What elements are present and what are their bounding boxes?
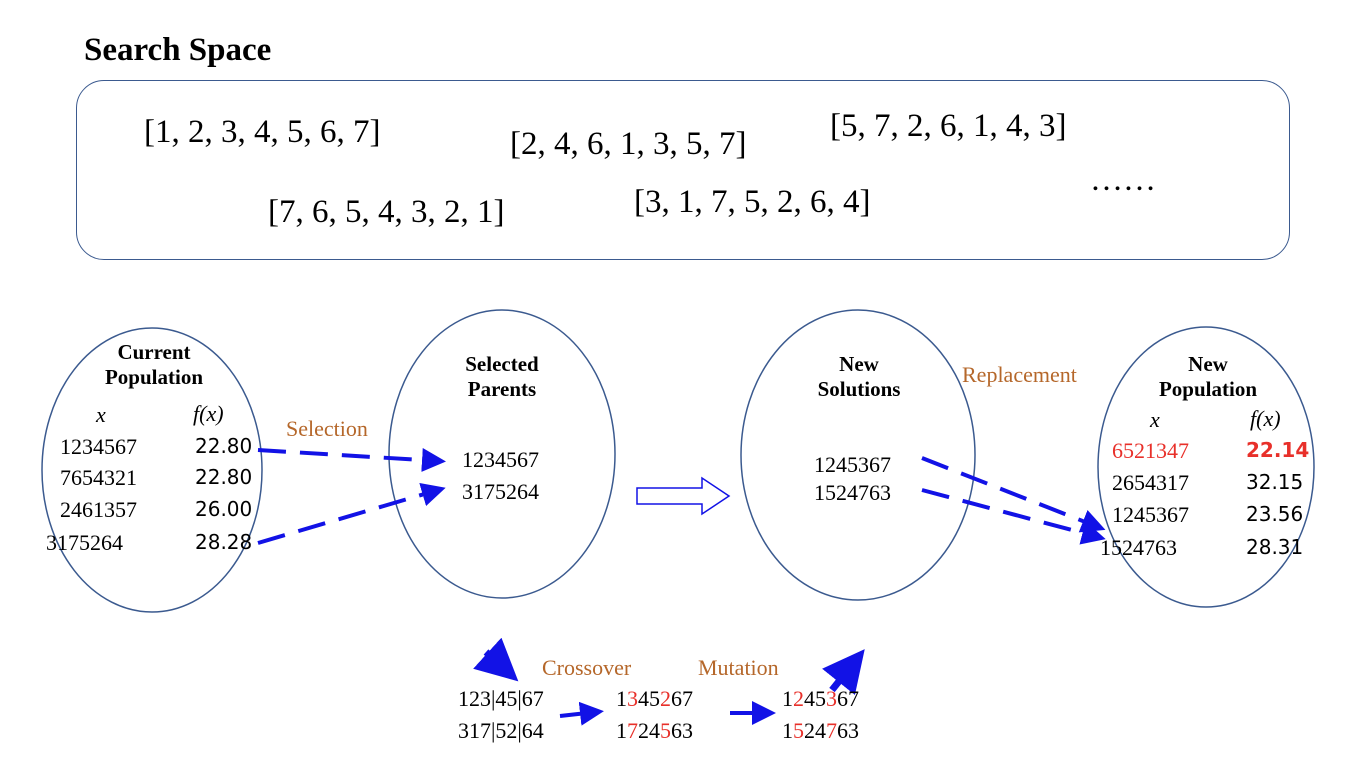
new-population-x-1: 6521347	[1112, 438, 1189, 463]
new-solution-1: 1245367	[814, 452, 891, 477]
crossover-label: Crossover	[542, 655, 632, 680]
selected-parent-2: 3175264	[462, 479, 539, 504]
digits: 67	[671, 686, 693, 711]
digit: 1	[782, 686, 793, 711]
changed-digit: 2	[793, 686, 804, 711]
current-population-x-3: 2461357	[60, 497, 137, 522]
new-solutions-ellipse	[740, 309, 976, 601]
search-space-ellipsis: ……	[1090, 162, 1156, 198]
selected-parents-title-line2: Parents	[467, 377, 537, 402]
selected-parents-title: Selected Parents	[446, 352, 558, 402]
current-population-title-line1: Current	[117, 340, 191, 364]
current-population-fx-2: 22.80	[195, 465, 253, 489]
new-population-title-line2: Population	[1158, 377, 1258, 402]
current-population-title-line2: Population	[104, 365, 204, 390]
current-population-x-1: 1234567	[60, 434, 137, 459]
crossover-child-1: 1345267	[616, 688, 693, 710]
digits: 63	[837, 718, 859, 743]
selected-parents-title-line1: Selected	[465, 352, 539, 376]
selection-label: Selection	[286, 416, 368, 441]
digits: 45	[638, 686, 660, 711]
changed-digit: 7	[627, 718, 638, 743]
new-solutions-title-line1: New	[839, 352, 879, 376]
search-space-box	[76, 80, 1290, 260]
current-population-x-header: x	[96, 402, 106, 427]
new-population-title-line1: New	[1188, 352, 1228, 376]
new-solution-2: 1524763	[814, 480, 891, 505]
current-population-fx-1: 22.80	[195, 434, 253, 458]
hollow-flow-arrow	[636, 476, 731, 516]
current-population-fx-3: 26.00	[195, 497, 253, 521]
new-population-x-3: 1245367	[1112, 502, 1189, 527]
new-population-x-header: x	[1150, 407, 1160, 432]
mutated-solution-2: 1524763	[782, 720, 859, 742]
permutation-1: [1, 2, 3, 4, 5, 6, 7]	[144, 114, 381, 150]
changed-digit: 5	[793, 718, 804, 743]
crossover-parent-2: 317|52|64	[458, 718, 544, 743]
replacement-arrow-1	[921, 456, 1106, 533]
digits: 24	[804, 718, 826, 743]
new-population-title: New Population	[1146, 352, 1270, 402]
diagram-title: Search Space	[84, 32, 272, 68]
changed-digit: 2	[660, 686, 671, 711]
changed-digit: 5	[660, 718, 671, 743]
crossover-parent-1: 123|45|67	[458, 686, 544, 711]
selected-parent-1: 1234567	[462, 447, 539, 472]
permutation-2: [2, 4, 6, 1, 3, 5, 7]	[510, 126, 747, 162]
mutated-solution-1: 1245367	[782, 688, 859, 710]
new-population-fx-2: 32.15	[1246, 470, 1304, 494]
current-population-x-4: 3175264	[46, 530, 123, 555]
new-population-fx-4: 28.31	[1246, 535, 1304, 559]
new-solutions-title: New Solutions	[800, 352, 918, 402]
digit: 1	[616, 718, 627, 743]
permutation-5: [3, 1, 7, 5, 2, 6, 4]	[634, 184, 871, 220]
current-population-title: Current Population	[90, 340, 218, 390]
down-arrow-to-crossover	[473, 637, 519, 682]
current-population-fx-header: f(x)	[193, 401, 224, 426]
new-population-fx-3: 23.56	[1246, 502, 1304, 526]
digit: 1	[782, 718, 793, 743]
mutation-label: Mutation	[698, 655, 779, 680]
changed-digit: 3	[627, 686, 638, 711]
crossover-step-arrow	[559, 701, 604, 726]
selected-parents-ellipse	[388, 309, 616, 599]
up-arrow-to-new-solutions	[822, 649, 865, 695]
selection-arrow-1	[257, 448, 446, 473]
replacement-label: Replacement	[962, 362, 1077, 387]
new-population-fx-1: 22.14	[1246, 438, 1310, 462]
selection-arrow-2	[257, 483, 446, 545]
replacement-arrow-2	[921, 488, 1106, 545]
digits: 63	[671, 718, 693, 743]
new-solutions-title-line2: Solutions	[817, 377, 901, 402]
new-population-ellipse	[1097, 326, 1315, 608]
changed-digit: 3	[826, 686, 837, 711]
current-population-ellipse	[41, 327, 263, 613]
new-population-fx-header: f(x)	[1250, 406, 1281, 431]
permutation-4: [7, 6, 5, 4, 3, 2, 1]	[268, 194, 505, 230]
digits: 45	[804, 686, 826, 711]
digits: 67	[837, 686, 859, 711]
new-population-x-4: 1524763	[1100, 535, 1177, 560]
current-population-fx-4: 28.28	[195, 530, 253, 554]
crossover-child-2: 1724563	[616, 720, 693, 742]
changed-digit: 7	[826, 718, 837, 743]
permutation-3: [5, 7, 2, 6, 1, 4, 3]	[830, 108, 1067, 144]
current-population-x-2: 7654321	[60, 465, 137, 490]
new-population-x-2: 2654317	[1112, 470, 1189, 495]
digit: 1	[616, 686, 627, 711]
digits: 24	[638, 718, 660, 743]
